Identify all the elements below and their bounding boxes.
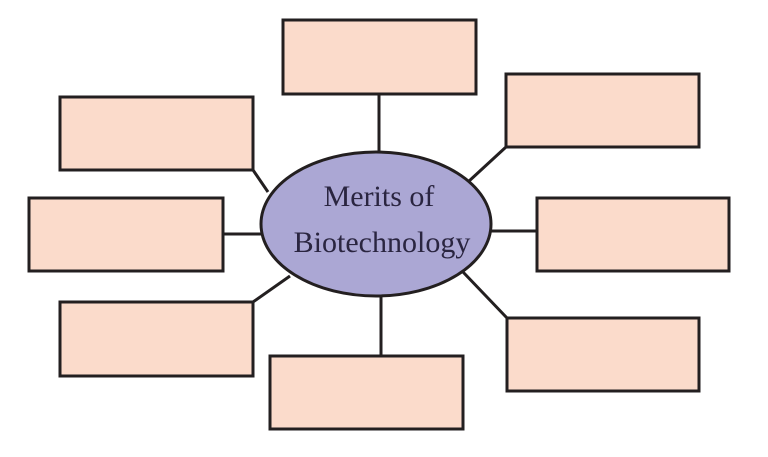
box-top <box>281 18 478 96</box>
connector-bottom-left <box>252 274 291 304</box>
box-bottom-left <box>58 300 255 378</box>
box-bottom-right <box>505 316 701 393</box>
box-bottom <box>268 354 465 431</box>
center-title-line2: Biotechnology <box>294 226 471 259</box>
connector-bottom-right <box>461 270 509 320</box>
box-right <box>535 196 731 273</box>
box-top-right <box>504 72 701 149</box>
box-top-left <box>58 95 255 172</box>
connector-top-left <box>251 169 270 193</box>
connector-lines <box>223 94 537 356</box>
box-left <box>27 196 225 273</box>
center-title-line1: Merits of <box>324 180 435 213</box>
center-ellipse <box>259 150 493 298</box>
connector-top-right <box>466 145 508 184</box>
center-node: Merits of Biotechnology <box>259 150 493 298</box>
boxes <box>27 18 731 431</box>
